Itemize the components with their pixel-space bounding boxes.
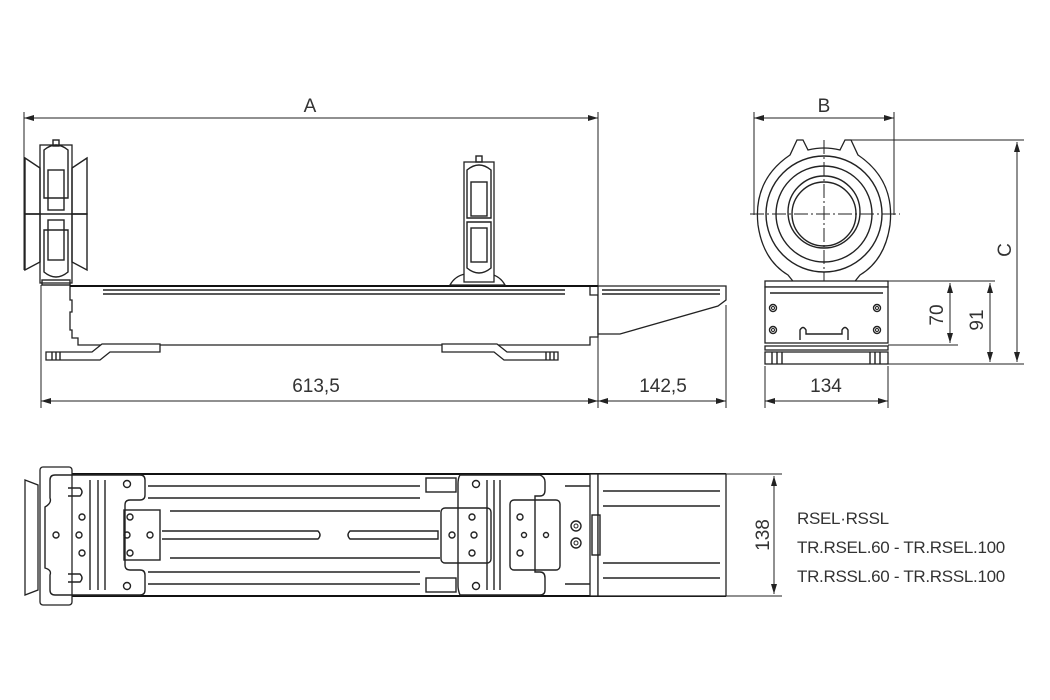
dimension-613-label: 613,5 <box>292 376 340 397</box>
dimension-138-label: 138 <box>753 519 774 551</box>
dimension-width-138: 138 <box>726 473 782 597</box>
dimension-134-label: 134 <box>810 376 842 397</box>
dimension-70-label: 70 <box>927 304 948 325</box>
dimension-a: A <box>23 96 599 408</box>
feet <box>45 343 559 361</box>
dimension-142-label: 142,5 <box>639 376 687 397</box>
base-block <box>764 280 889 365</box>
caption-model-rssl: TR.RSSL.60 - TR.RSSL.100 <box>797 567 1005 586</box>
side-view: A <box>23 96 727 408</box>
right-plate <box>425 474 595 596</box>
dimension-heights: 70 91 C 134 <box>764 139 1024 408</box>
end-view: B <box>750 96 1024 408</box>
dimension-length: 613,5 142,5 <box>40 285 727 408</box>
extension-arm <box>597 285 727 335</box>
caption-model-rsel: TR.RSEL.60 - TR.RSEL.100 <box>797 538 1005 557</box>
roller-ring <box>750 139 900 286</box>
center-roller <box>448 155 507 286</box>
caption-model-family: RSEL·RSSL <box>797 509 889 528</box>
left-roller <box>24 139 88 286</box>
main-beam <box>69 285 599 346</box>
dimension-b-label: B <box>818 96 831 117</box>
left-end-cap <box>24 466 161 606</box>
top-view: 138 <box>24 466 782 606</box>
dimension-a-label: A <box>304 96 317 117</box>
top-extension <box>589 473 727 597</box>
dimension-b: B <box>753 96 895 215</box>
dimension-91-label: 91 <box>967 309 988 330</box>
dimension-c-label: C <box>995 243 1016 257</box>
rails <box>148 485 440 585</box>
